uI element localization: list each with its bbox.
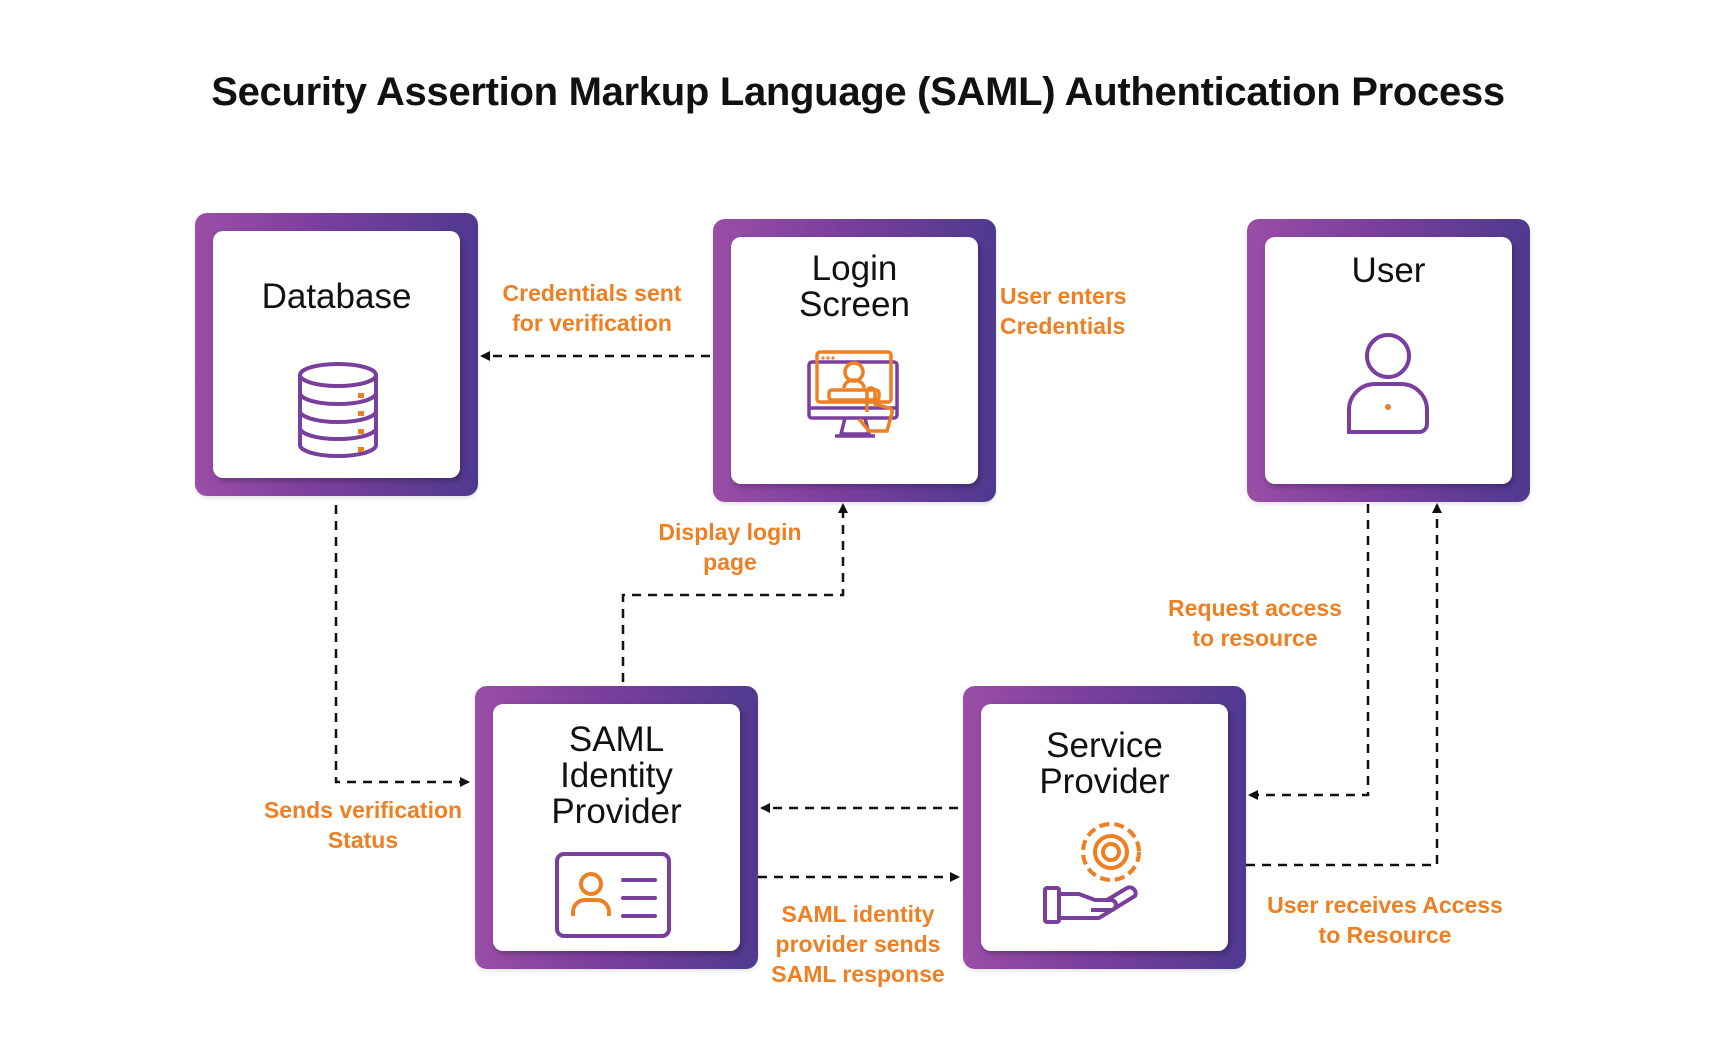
login-screen-node: Login Screen xyxy=(713,219,996,502)
flow-label-credentials-sent: Credentials sent for verification xyxy=(502,280,682,336)
flow-label-request-access: Request access to resource xyxy=(1168,595,1342,651)
login-screen-label: Login Screen xyxy=(799,249,910,324)
login-screen-icon xyxy=(807,350,899,438)
database-node: Database xyxy=(195,213,478,496)
arrow-sp-to-user xyxy=(1246,503,1442,867)
flow-label-saml-response: SAML identity provider sends SAML respon… xyxy=(771,901,945,987)
user-label: User xyxy=(1351,251,1426,290)
flow-label-display-login: Display login page xyxy=(658,519,802,575)
user-node: User xyxy=(1247,219,1530,502)
database-icon xyxy=(298,362,378,458)
saml-identity-provider-label: SAML Identity Provider xyxy=(551,720,682,831)
saml-identity-provider-node: SAML Identity Provider xyxy=(475,686,758,969)
arrow-idp-to-login xyxy=(621,503,848,682)
service-gear-hand-icon xyxy=(1043,822,1141,924)
diagram-title: Security Assertion Markup Language (SAML… xyxy=(211,70,1505,114)
flow-label-user-receives: User receives Access to Resource xyxy=(1267,892,1503,948)
arrow-database-to-idp xyxy=(334,505,470,787)
id-card-icon xyxy=(555,852,671,938)
flow-label-sends-verification: Sends verification Status xyxy=(263,797,463,853)
arrow-user-to-sp xyxy=(1248,504,1370,800)
flow-label-user-enters: User enters Credentials xyxy=(1000,283,1127,339)
service-provider-node: Service Provider xyxy=(963,686,1246,969)
service-provider-label: Service Provider xyxy=(1039,726,1170,801)
user-icon xyxy=(1347,333,1429,434)
database-label: Database xyxy=(261,277,412,316)
